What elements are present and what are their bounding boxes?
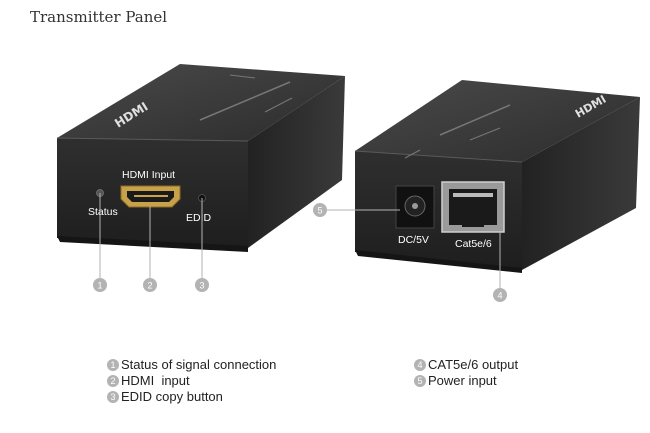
hdmi-input-label: HDMI Input xyxy=(122,169,175,181)
callout-marker-2: 2 xyxy=(143,278,157,292)
legend-number-badge: 5 xyxy=(414,375,426,387)
rj45-port-icon xyxy=(441,181,505,233)
legend-text: HDMI input xyxy=(121,373,190,388)
page-title: Transmitter Panel xyxy=(30,8,168,26)
cat5e-6-label: Cat5e/6 xyxy=(455,238,492,250)
legend-number-badge: 4 xyxy=(414,359,426,371)
svg-text:2: 2 xyxy=(147,281,152,291)
legend-text: Status of signal connection xyxy=(121,357,277,372)
transmitter-left-device: HDMI HDMI Input Status EDID xyxy=(56,64,345,252)
edid-label: EDID xyxy=(186,212,212,224)
callout-marker-5: 5 xyxy=(313,203,327,217)
legend-number-badge: 3 xyxy=(107,391,119,403)
legend-number-badge: 1 xyxy=(107,359,119,371)
status-label: Status xyxy=(88,206,118,218)
legend-text: CAT5e/6 output xyxy=(428,357,519,372)
receiver-right-device: HDMI DC/5V Cat5e/6 xyxy=(354,80,640,273)
legend-text: EDID copy button xyxy=(121,389,223,404)
hdmi-port-icon xyxy=(120,185,181,208)
legend-text: Power input xyxy=(428,373,497,388)
callout-marker-3: 3 xyxy=(195,278,209,292)
dc-5v-label: DC/5V xyxy=(398,234,429,246)
callout-lines xyxy=(99,193,501,290)
legend-number-badge: 2 xyxy=(107,375,119,387)
callout-marker-4: 4 xyxy=(493,288,507,302)
svg-text:5: 5 xyxy=(317,206,322,216)
callout-marker-1: 1 xyxy=(93,278,107,292)
svg-text:3: 3 xyxy=(199,281,204,291)
dc-power-jack-icon xyxy=(395,185,435,229)
svg-text:4: 4 xyxy=(497,291,502,301)
svg-text:1: 1 xyxy=(97,281,102,291)
